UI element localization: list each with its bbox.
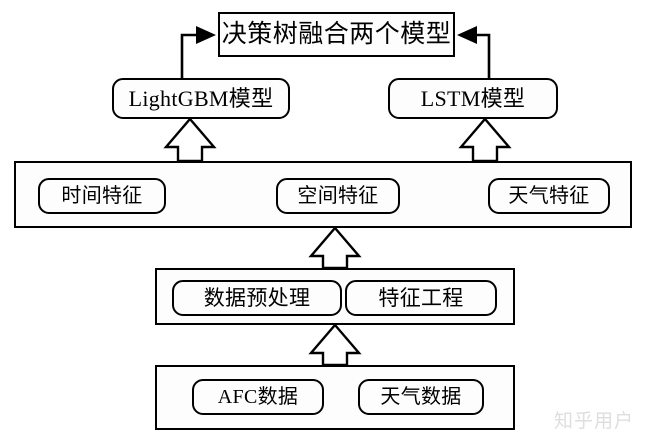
block-arrow-data-to-processing (308, 323, 362, 367)
node-weather-feature[interactable]: 天气特征 (488, 178, 610, 214)
block-arrow-processing-to-features (308, 226, 362, 270)
node-time-feature[interactable]: 时间特征 (38, 178, 166, 214)
connector-lstm-to-fusion (457, 26, 491, 78)
node-lightgbm-model[interactable]: LightGBM模型 (112, 78, 290, 119)
node-data-preprocessing[interactable]: 数据预处理 (172, 280, 342, 316)
node-spatial-feature[interactable]: 空间特征 (276, 178, 400, 214)
watermark-label: 知乎用户 (553, 411, 634, 432)
node-weather-data[interactable]: 天气数据 (358, 379, 484, 415)
node-afc-data[interactable]: AFC数据 (192, 379, 324, 415)
node-feature-engineering[interactable]: 特征工程 (345, 280, 497, 316)
block-arrow-features-to-lstm (458, 117, 512, 163)
node-lstm-model[interactable]: LSTM模型 (388, 78, 558, 119)
node-decision-tree-fusion[interactable]: 决策树融合两个模型 (218, 12, 455, 57)
connector-lightgbm-to-fusion (180, 26, 216, 78)
block-arrow-features-to-lightgbm (163, 117, 217, 163)
